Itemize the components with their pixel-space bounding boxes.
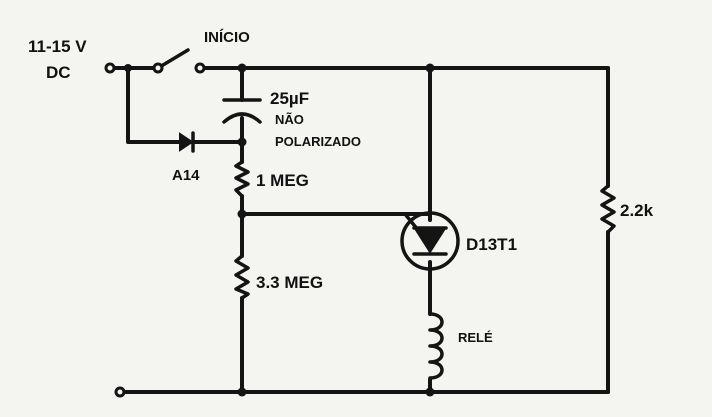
power-type-label: DC <box>46 63 71 82</box>
resistor-bottom-label: 3.3 MEG <box>256 273 323 292</box>
capacitor-value-label: 25µF <box>270 89 309 108</box>
wires <box>108 66 610 394</box>
diode-label: A14 <box>172 167 200 184</box>
switch-label: INÍCIO <box>204 29 250 46</box>
trigger-diode-d13t1-symbol <box>400 211 460 271</box>
capacitor-plate-curved <box>222 112 262 124</box>
capacitor-note-line1: NÃO <box>275 112 304 127</box>
capacitor-note-line2: POLARIZADO <box>275 134 361 149</box>
capacitor-symbol <box>222 98 262 124</box>
trigger-triangle <box>414 229 446 254</box>
junction-dot <box>425 63 435 73</box>
switch-pivot-terminal <box>152 62 164 74</box>
resistor-top-label: 1 MEG <box>256 171 309 190</box>
trigger-envelope-circle <box>400 211 460 271</box>
power-voltage-label: 11-15 V <box>28 37 87 56</box>
junction-dot <box>237 209 247 219</box>
start-switch <box>152 48 206 74</box>
resistor-right-label: 2.2k <box>620 201 654 220</box>
ground-terminal <box>114 386 126 398</box>
switch-lever <box>156 48 190 70</box>
resistor-2-2k-symbol <box>600 184 616 234</box>
input-terminal-positive <box>104 62 116 74</box>
resistor-3-3meg-symbol <box>234 254 250 300</box>
junction-dot <box>237 387 247 397</box>
diode-a14-symbol <box>179 131 195 153</box>
junction-dot <box>124 64 132 72</box>
trigger-gate-lead <box>403 212 420 232</box>
junctions <box>124 63 435 397</box>
switch-contact-terminal <box>194 62 206 74</box>
junction-dot <box>237 137 247 147</box>
wire-input-to-diode <box>126 66 182 144</box>
trigger-diode-label: D13T1 <box>466 235 517 254</box>
junction-dot <box>425 387 435 397</box>
relay-coil-symbol <box>428 312 444 382</box>
junction-dot <box>237 63 247 73</box>
diode-triangle <box>179 132 194 152</box>
resistor-1meg-symbol <box>234 160 250 198</box>
relay-label: RELÉ <box>458 330 493 345</box>
